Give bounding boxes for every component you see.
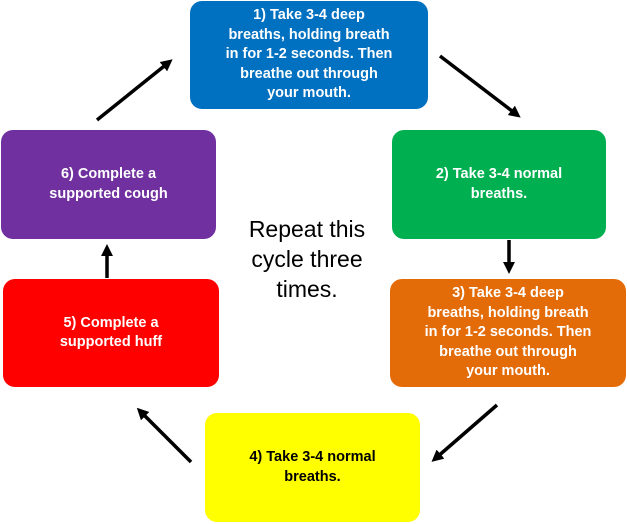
step-4-box: 4) Take 3-4 normal breaths.: [205, 413, 420, 522]
step-2-text: 2) Take 3-4 normal breaths.: [435, 166, 563, 202]
arrow-step1-to-step2: [438, 54, 521, 118]
arrow-step4-to-step5: [136, 407, 193, 464]
arrow-step3-to-step4: [431, 403, 499, 462]
step-6-text: 6) Complete a supported cough: [49, 166, 168, 202]
step-2-box: 2) Take 3-4 normal breaths.: [392, 130, 606, 239]
step-5-box: 5) Complete a supported huff: [3, 279, 219, 387]
step-3-box: 3) Take 3-4 deep breaths, holding breath…: [390, 279, 626, 387]
arrow-step6-to-step1: [95, 59, 173, 122]
step-1-box: 1) Take 3-4 deep breaths, holding breath…: [190, 1, 428, 109]
step-6-box: 6) Complete a supported cough: [1, 130, 216, 239]
step-4-text: 4) Take 3-4 normal breaths.: [249, 449, 376, 485]
step-5-text: 5) Complete a supported huff: [59, 314, 163, 351]
repeat-instruction: Repeat this cycle three times.: [248, 216, 366, 302]
step-3-text: 3) Take 3-4 deep breaths, holding breath…: [424, 285, 592, 380]
step-1-text: 1) Take 3-4 deep breaths, holding breath…: [225, 7, 393, 102]
